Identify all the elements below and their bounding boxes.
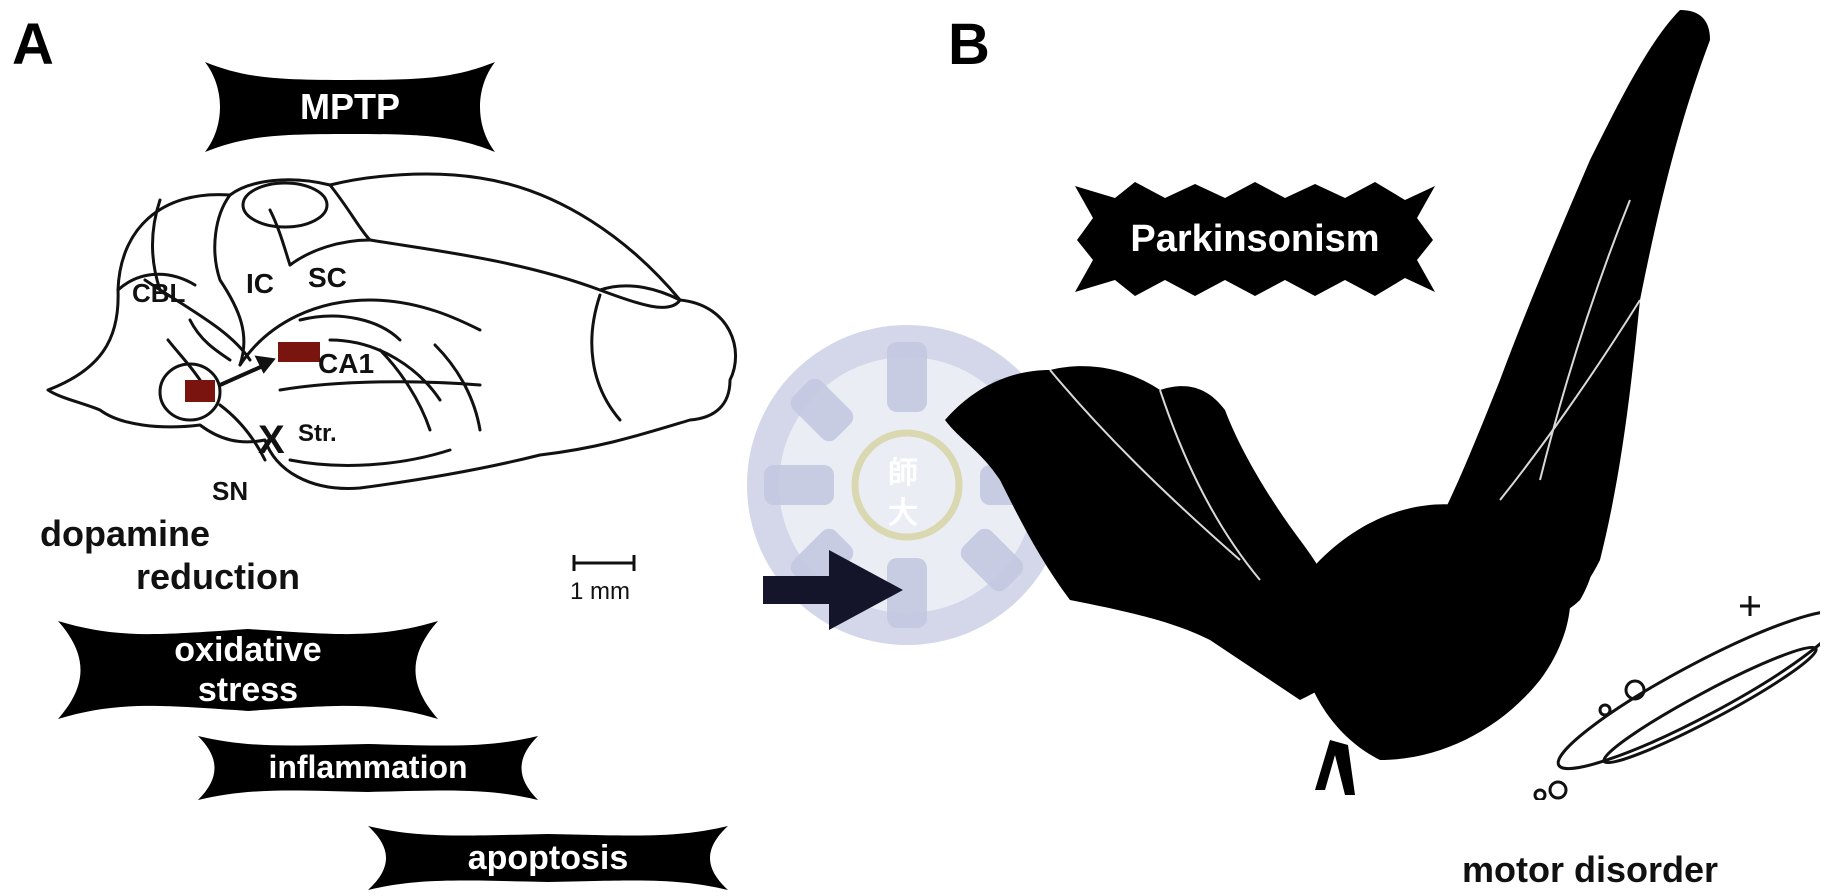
- apoptosis-label: apoptosis: [368, 822, 728, 894]
- inflammation-burst: inflammation: [198, 732, 538, 804]
- bat-illustration: [940, 0, 1820, 800]
- scale-bar: [570, 553, 640, 573]
- watermark-char-1: 師: [888, 448, 918, 492]
- label-ic: IC: [246, 268, 274, 300]
- watermark-char-2: 大: [888, 488, 918, 532]
- inflammation-label: inflammation: [198, 732, 538, 804]
- label-sc: SC: [308, 262, 347, 294]
- mptp-burst: MPTP: [205, 58, 495, 156]
- label-cbl: CBL: [132, 278, 185, 309]
- arrow-right-icon: [763, 550, 903, 630]
- oxidative-line-2: stress: [198, 670, 298, 710]
- label-sn: SN: [212, 476, 248, 507]
- lesion-x-mark: X: [258, 418, 285, 463]
- oxidative-stress-burst: oxidative stress: [58, 615, 438, 725]
- mouse-brain-sagittal-drawing: [40, 170, 800, 510]
- caption-line-1: dopamine: [40, 512, 300, 555]
- label-str: Str.: [298, 420, 337, 448]
- apoptosis-burst: apoptosis: [368, 822, 728, 894]
- label-ca1: CA1: [318, 348, 374, 380]
- dopamine-reduction-caption: dopamine reduction: [40, 512, 300, 598]
- oxidative-stress-label: oxidative stress: [58, 615, 438, 725]
- scale-bar-label: 1 mm: [570, 578, 630, 606]
- caption-line-2: reduction: [40, 555, 300, 598]
- panel-a-label: A: [12, 16, 54, 74]
- oxidative-line-1: oxidative: [174, 630, 321, 670]
- motor-disorder-caption: motor disorder: [1430, 848, 1750, 891]
- mptp-label: MPTP: [205, 58, 495, 156]
